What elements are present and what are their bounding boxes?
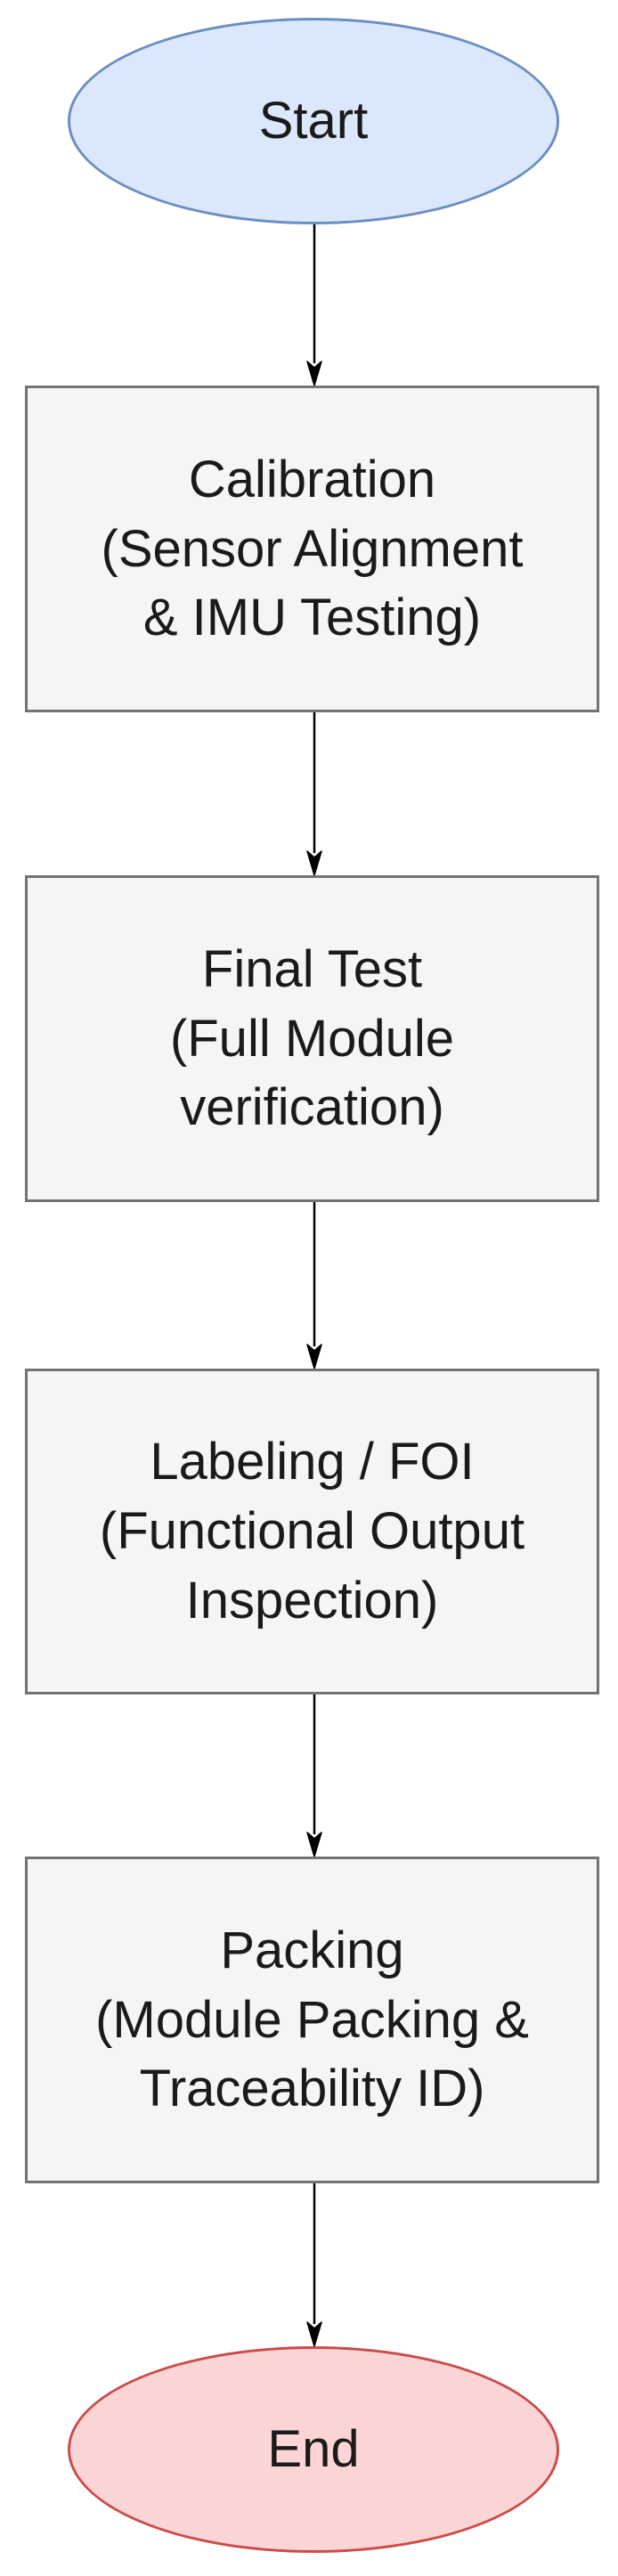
node-calibration: Calibration (Sensor Alignment & IMU Test… [25, 386, 599, 712]
node-packing-label: Packing (Module Packing & Traceability I… [95, 1921, 529, 2118]
node-packing: Packing (Module Packing & Traceability I… [25, 1857, 599, 2183]
arrowhead-down-icon [306, 1344, 322, 1369]
node-final-test: Final Test (Full Module verification) [25, 875, 599, 1202]
edge-arrow-labeling-to-packing [306, 1694, 322, 1857]
edge-arrow-calibration-to-final-test [306, 712, 322, 876]
edge-arrow-start-to-calibration [306, 224, 322, 386]
arrowhead-down-icon [306, 850, 322, 876]
node-labeling: Labeling / FOI (Functional Output Inspec… [25, 1369, 599, 1694]
arrowhead-down-icon [306, 2321, 322, 2347]
node-end: End [68, 2346, 559, 2553]
node-calibration-label: Calibration (Sensor Alignment & IMU Test… [101, 450, 524, 647]
arrowhead-down-icon [306, 361, 322, 386]
node-start-label: Start [258, 92, 369, 150]
arrowhead-down-icon [306, 1832, 322, 1857]
node-labeling-label: Labeling / FOI (Functional Output Inspec… [99, 1433, 525, 1629]
edge-arrow-packing-to-end [306, 2183, 322, 2347]
node-final-test-label: Final Test (Full Module verification) [169, 939, 455, 1137]
node-start: Start [68, 18, 559, 224]
node-end-label: End [267, 2420, 360, 2479]
edge-arrow-final-test-to-labeling [306, 1202, 322, 1369]
